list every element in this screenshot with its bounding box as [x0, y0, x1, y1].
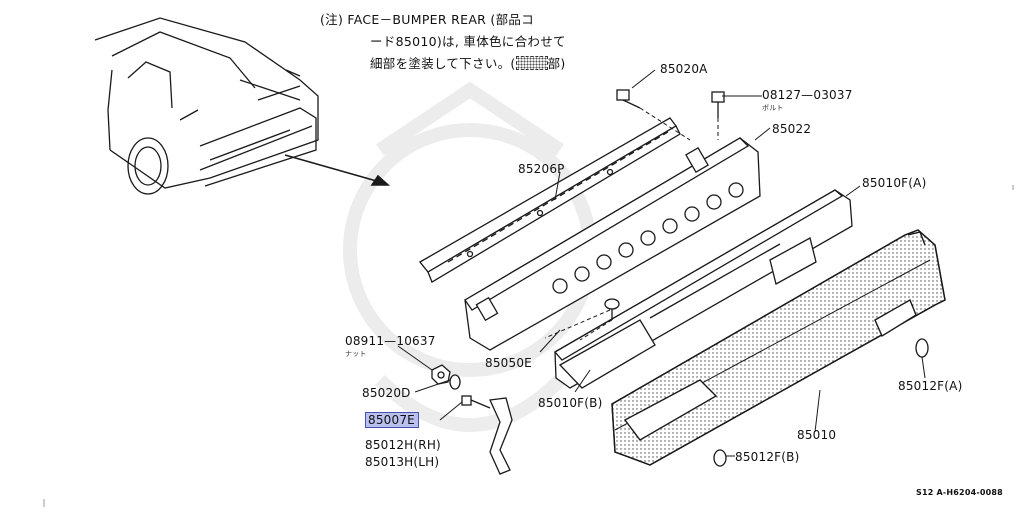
- label-85010FB: 85010F(B): [538, 396, 603, 410]
- label-08911-sub: ナット: [345, 350, 367, 358]
- label-08911-10637: 08911—10637: [345, 334, 436, 348]
- label-08127-03037: 08127—03037: [762, 88, 853, 102]
- edge-marks: [43, 185, 1014, 507]
- label-85206P: 85206P: [518, 162, 565, 176]
- label-85010: 85010: [797, 428, 837, 442]
- label-85013H-LH: 85013H(LH): [365, 455, 440, 469]
- reinforcement-bar-85206P: [419, 117, 681, 283]
- car-illustration: [94, 17, 319, 195]
- note-line-3-b: 部): [547, 56, 566, 71]
- highlighted-part-85007E[interactable]: 85007E: [365, 412, 419, 428]
- painted-area-swatch: [515, 56, 548, 70]
- label-85012FA: 85012F(A): [898, 379, 963, 393]
- leader-lines: [397, 69, 926, 457]
- reinforcement-85022: [464, 137, 761, 351]
- label-85007E[interactable]: 85007E: [365, 412, 419, 428]
- label-85010FA: 85010F(A): [862, 176, 927, 190]
- diagram-code: S12 A-H6204-0088: [916, 488, 1003, 497]
- note-line-1: (注) FACE－BUMPER REAR (部品コ: [320, 12, 535, 27]
- label-85012H-RH: 85012H(RH): [365, 438, 441, 452]
- fasteners: [431, 89, 929, 475]
- label-85012FB: 85012F(B): [735, 450, 800, 464]
- note-line-3-a: 細部を塗装して下さい。(: [370, 56, 516, 71]
- direction-arrow: [284, 154, 391, 186]
- label-85022: 85022: [772, 122, 812, 136]
- label-85020D: 85020D: [362, 386, 411, 400]
- label-85050E: 85050E: [485, 356, 532, 370]
- label-85020A: 85020A: [660, 62, 708, 76]
- note-line-2: ード85010)は, 車体色に合わせて: [370, 34, 566, 49]
- bumper-face-85010: [611, 229, 946, 466]
- label-08127-sub: ボルト: [762, 104, 784, 112]
- note-line-3: 細部を塗装して下さい。( 部): [370, 54, 566, 73]
- absorber-85010FA: [553, 189, 853, 389]
